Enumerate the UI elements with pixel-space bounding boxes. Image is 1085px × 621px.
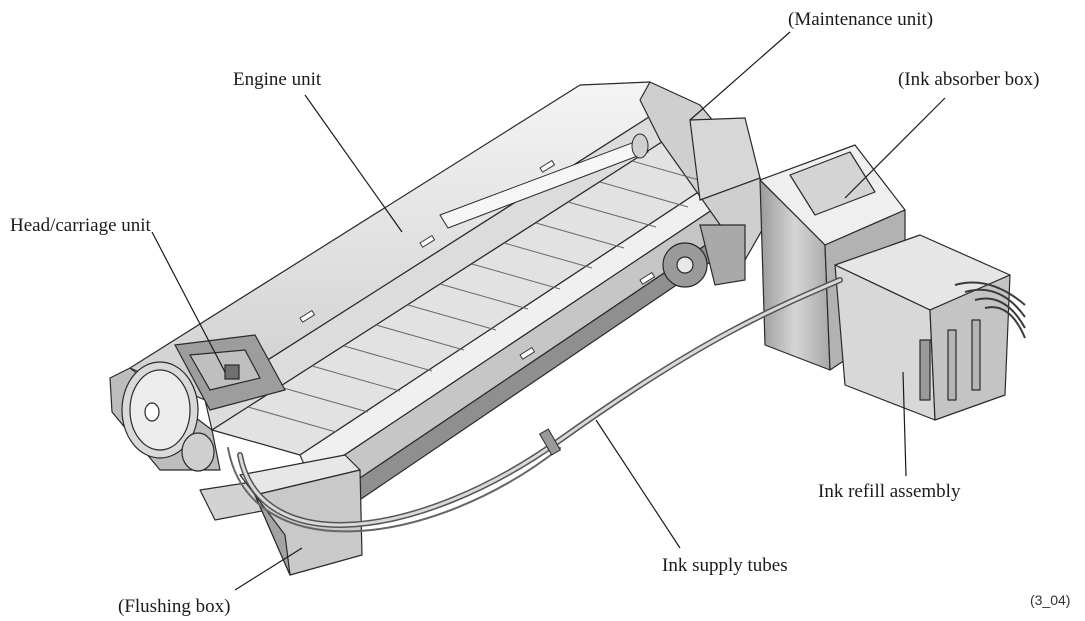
leader-lines — [151, 31, 946, 591]
frame-slots — [299, 159, 656, 360]
ink-refill-assembly-body — [834, 234, 1026, 421]
drive-gear — [121, 361, 215, 472]
label-ink-supply-tubes: Ink supply tubes — [662, 555, 788, 576]
label-ink-absorber-box: (Ink absorber box) — [898, 69, 1040, 90]
maintenance-unit-body — [662, 117, 761, 288]
leader-flushing-box — [234, 547, 303, 591]
leader-ink-absorber-box — [844, 97, 946, 199]
leader-engine-unit — [304, 94, 403, 233]
label-maintenance-unit: (Maintenance unit) — [788, 9, 934, 30]
label-flushing-box: (Flushing box) — [118, 596, 231, 617]
label-head-carriage-unit: Head/carriage unit — [10, 215, 151, 236]
leader-maintenance-unit — [689, 31, 791, 121]
head-carriage-unit-body — [174, 334, 286, 411]
label-ink-refill-assembly: Ink refill assembly — [818, 481, 961, 502]
leader-ink-supply-tubes — [595, 419, 681, 549]
leader-head-carriage-unit — [151, 231, 226, 373]
leader-ink-refill-assembly — [902, 371, 907, 477]
ink-supply-tubes-body — [227, 277, 843, 533]
feed-roller — [439, 133, 649, 229]
figure-id: (3_04) — [1030, 592, 1071, 608]
label-engine-unit: Engine unit — [233, 69, 322, 90]
